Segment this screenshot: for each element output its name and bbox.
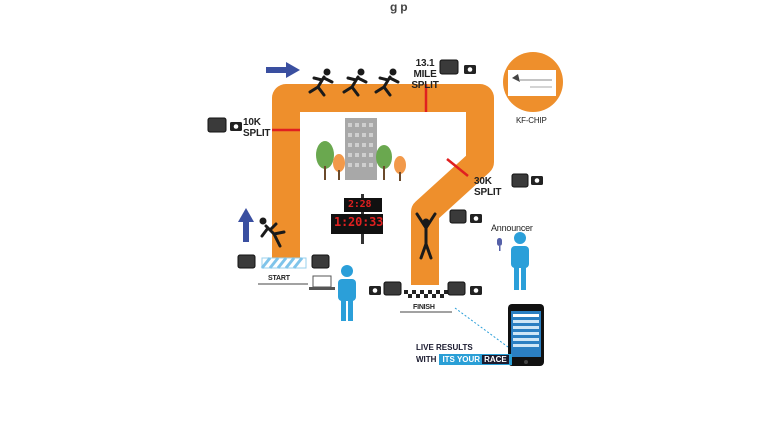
split-line-30k — [446, 158, 469, 177]
laptop-icon — [309, 275, 335, 290]
microphone-icon — [497, 238, 502, 251]
live-results-line1: LIVE RESULTS — [416, 343, 473, 352]
phone-icon — [508, 304, 544, 366]
arrow-right-icon — [266, 62, 300, 78]
finish-mat — [400, 290, 452, 313]
person-icon — [511, 232, 529, 290]
tree-icon — [376, 145, 392, 180]
tree-icon — [394, 156, 406, 181]
building-icon — [345, 118, 377, 180]
chip-icon — [503, 52, 563, 112]
runner-icon — [374, 68, 400, 97]
arrow-up-icon — [238, 208, 254, 242]
kf-chip-label: KF-CHIP — [516, 116, 547, 125]
finish-label: FINISH — [413, 304, 435, 311]
tree-icon — [333, 154, 345, 180]
timing-box-icon — [207, 59, 529, 296]
person-icon — [338, 265, 356, 321]
split-30k-label: 30K SPLIT — [474, 176, 502, 198]
runner-icon — [342, 68, 368, 97]
split-10k-label: 10K SPLIT — [243, 117, 271, 139]
results-connector — [454, 307, 509, 348]
clock-bottom-digits: 1:20:33 — [334, 215, 384, 229]
live-results-with: WITH — [416, 355, 437, 364]
clock-display-icon — [331, 194, 383, 244]
tree-icon — [316, 141, 334, 180]
page-title: g p — [390, 0, 408, 14]
start-mat — [258, 257, 308, 285]
split-131-label: 13.1 MILE SPLIT — [411, 58, 439, 91]
finisher-icon — [415, 212, 437, 260]
camera-icon — [230, 65, 543, 295]
clock-top-digits: 2:28 — [348, 199, 372, 210]
runner-icon — [308, 68, 334, 97]
runner-icon — [259, 217, 286, 248]
announcer-label: Announcer — [491, 223, 533, 233]
start-label: START — [268, 275, 290, 282]
